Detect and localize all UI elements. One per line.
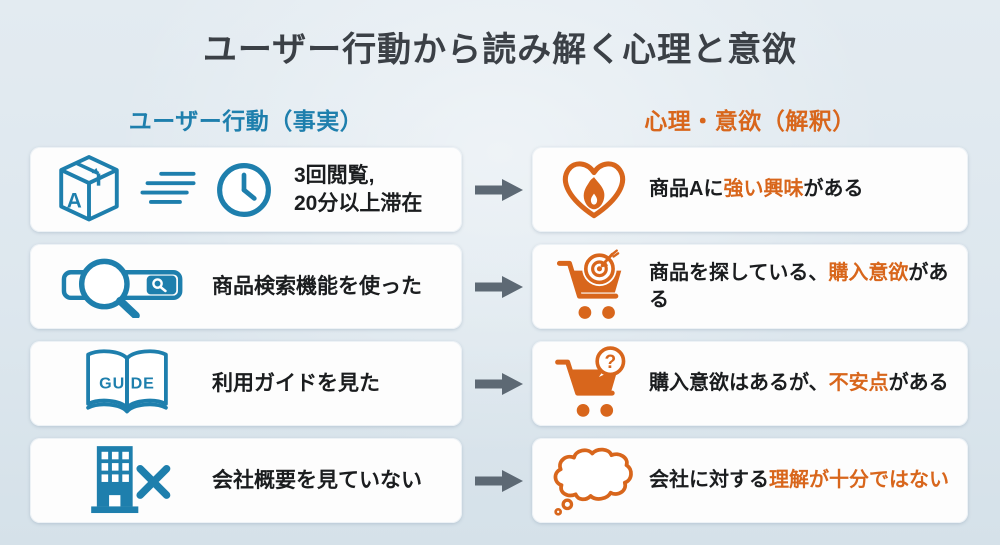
guide-book-icon: GUIDE (80, 347, 174, 421)
column-header-psychology: 心理・意欲（解釈） (644, 108, 856, 134)
behavior-text-1: 3回閲覧, 20分以上滞在 (294, 163, 423, 215)
psychology-card-1: 商品Aに強い興味がある (532, 147, 968, 232)
behavior-card-4: 会社概要を見ていない (30, 438, 462, 523)
heart-flame-icon (558, 157, 630, 223)
right-arrow-icon (475, 178, 523, 201)
product-box-icon: A (56, 153, 122, 227)
speed-lines-icon (139, 170, 197, 210)
psychology-text-2: 商品を探している、購入意欲がある (649, 262, 949, 311)
psychology-text-3: 購入意欲はあるが、不安点がある (649, 372, 949, 395)
right-arrow-icon (475, 275, 523, 298)
psychology-card-4: 会社に対する理解が十分ではない (532, 438, 968, 523)
cart-target-icon (554, 248, 634, 326)
column-header-behavior: ユーザー行動（事実） (128, 108, 364, 134)
svg-text:A: A (67, 189, 82, 212)
psychology-text-4: 会社に対する理解が十分ではない (649, 469, 949, 492)
behavior-text-3: 利用ガイドを見た (212, 371, 380, 395)
right-arrow-icon (475, 469, 523, 492)
psychology-text-1: 商品Aに強い興味がある (649, 178, 864, 201)
page-title: ユーザー行動から読み解く心理と意欲 (202, 31, 798, 69)
psychology-card-3: ? 購入意欲はあるが、不安点がある (532, 341, 968, 426)
svg-text:GUIDE: GUIDE (99, 374, 155, 392)
behavior-text-4: 会社概要を見ていない (212, 468, 422, 492)
arrow-1 (466, 147, 532, 232)
behavior-card-1: A 3回閲覧, 20分以上滞在 (30, 147, 462, 232)
arrow-2 (466, 244, 532, 329)
behavior-card-2: 商品検索機能を使った (30, 244, 462, 329)
arrow-4 (466, 438, 532, 523)
arrow-3 (466, 341, 532, 426)
thought-bubble-icon (552, 446, 636, 516)
search-bar-icon (61, 256, 193, 318)
building-x-icon (78, 442, 176, 520)
psychology-card-2: 商品を探している、購入意欲がある (532, 244, 968, 329)
cart-question-icon: ? (554, 345, 634, 423)
right-arrow-icon (475, 372, 523, 395)
clock-icon (214, 160, 274, 220)
svg-text:?: ? (605, 352, 617, 373)
behavior-card-3: GUIDE 利用ガイドを見た (30, 341, 462, 426)
behavior-text-2: 商品検索機能を使った (212, 274, 422, 298)
